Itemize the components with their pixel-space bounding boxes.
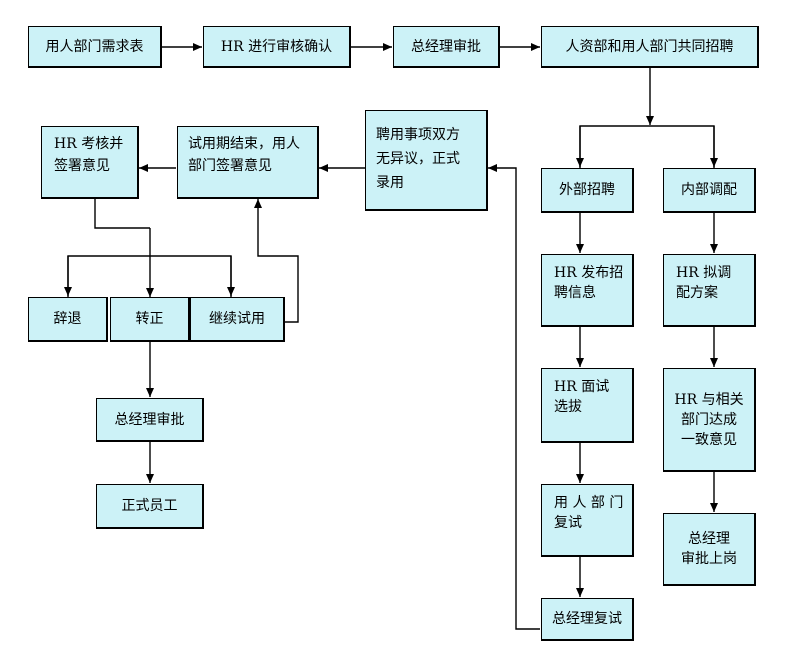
arrow-continue-loop <box>254 199 299 323</box>
node-external-recruit: 外部招聘 <box>541 168 634 213</box>
node-hr-agree-line3: 一致意见 <box>681 431 737 448</box>
node-probation-end-line2: 部门签署意见 <box>188 158 272 174</box>
node-hr-agree-line1: HR 与相关 <box>674 391 744 408</box>
node-probation-end-line1: 试用期结束，用人 <box>188 136 300 152</box>
node-gm-reinterview: 总经理复试 <box>541 598 634 641</box>
node-hr-interview-line1: HR 面试 <box>554 379 610 395</box>
node-hr-review: HR 进行审核确认 <box>203 26 351 68</box>
arrow-feedback-to-hire <box>488 164 540 630</box>
node-dept-reinterview: 用 人 部 门 复试 <box>541 484 634 557</box>
node-gm-approve-post-line1: 总经理 <box>688 531 730 547</box>
node-hr-assess-line1: HR 考核并 <box>54 136 124 152</box>
node-dept-reinterview-line2: 复试 <box>554 515 582 531</box>
node-hr-plan-line1: HR 拟调 <box>676 265 732 281</box>
split-line <box>579 125 715 168</box>
node-hr-agree: HR 与相关 部门达成 一致意见 <box>663 368 756 472</box>
node-joint-recruit: 人资部和用人部门共同招聘 <box>541 26 759 68</box>
node-internal-transfer: 内部调配 <box>663 168 756 213</box>
node-regularize: 转正 <box>110 297 190 342</box>
node-dismiss: 辞退 <box>28 297 108 342</box>
node-hire-formal: 聘用事项双方 无异议，正式 录用 <box>365 110 488 211</box>
node-probation-end: 试用期结束，用人 部门签署意见 <box>177 126 319 199</box>
node-hire-formal-line3: 录用 <box>376 175 404 191</box>
node-hr-assess: HR 考核并 签署意见 <box>41 126 139 199</box>
node-hr-plan: HR 拟调 配方案 <box>663 254 756 327</box>
node-gm-approval-bottom: 总经理审批 <box>96 398 204 442</box>
node-hr-plan-line2: 配方案 <box>676 285 718 301</box>
node-dept-reinterview-line1: 用 人 部 门 <box>554 495 624 511</box>
node-hr-publish-line2: 聘信息 <box>554 285 596 301</box>
node-hire-formal-line1: 聘用事项双方 <box>376 127 460 143</box>
node-hire-formal-line2: 无异议，正式 <box>376 151 460 167</box>
node-formal-employee: 正式员工 <box>96 484 204 529</box>
node-continue-probation: 继续试用 <box>190 297 285 342</box>
node-hr-publish: HR 发布招 聘信息 <box>541 254 634 327</box>
node-hr-agree-line2: 部门达成 <box>681 411 737 428</box>
node-gm-approval-top: 总经理审批 <box>393 26 500 68</box>
node-hr-interview-line2: 选拔 <box>554 399 582 415</box>
node-hr-interview: HR 面试 选拔 <box>541 368 634 443</box>
node-dept-request: 用人部门需求表 <box>28 26 162 68</box>
assess-down-line <box>94 199 150 229</box>
node-hr-assess-line2: 签署意见 <box>54 158 110 174</box>
node-gm-approve-post-line2: 审批上岗 <box>681 551 737 567</box>
node-gm-approve-post: 总经理 审批上岗 <box>663 513 756 586</box>
node-hr-publish-line1: HR 发布招 <box>554 265 624 281</box>
